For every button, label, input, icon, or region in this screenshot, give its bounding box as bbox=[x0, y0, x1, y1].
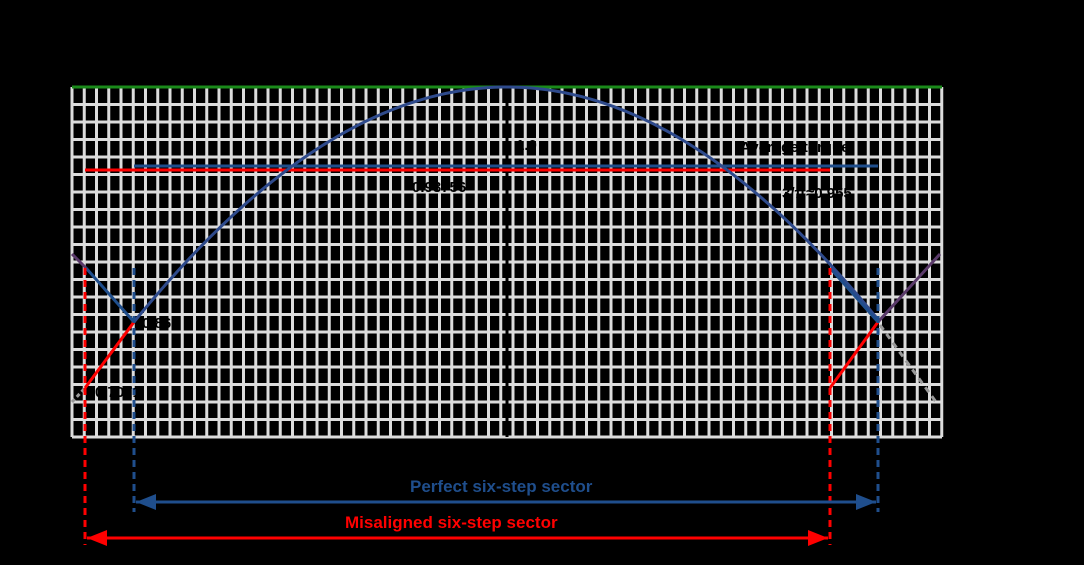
right-perfect-descending bbox=[828, 267, 880, 323]
perfect-min-value: 0.866 bbox=[142, 315, 180, 332]
misaligned-min-value: 0.7071 bbox=[95, 384, 141, 401]
left-overlap-segment bbox=[70, 252, 88, 270]
perfect-sector-arrow bbox=[136, 494, 876, 510]
perfect-sector-label: Perfect six-step sector bbox=[410, 477, 593, 496]
misaligned-average-value: 0.93756 bbox=[412, 179, 467, 196]
left-perfect-descending bbox=[84, 267, 136, 323]
left-continuation bbox=[70, 386, 87, 404]
right-continuation bbox=[878, 324, 938, 403]
perfect-average-value: 3/π≈0.955 bbox=[782, 185, 852, 202]
peak-value-label: 1.0 bbox=[516, 137, 537, 154]
right-overlap-segment bbox=[876, 252, 942, 324]
misaligned-sector-label: Misaligned six-step sector bbox=[345, 513, 558, 532]
right-misaligned-rising bbox=[828, 321, 880, 389]
average-torque-label: Average torque bbox=[740, 139, 850, 156]
misaligned-sector-arrow bbox=[87, 530, 828, 546]
left-misaligned-rising bbox=[83, 321, 136, 389]
torque-curve bbox=[132, 85, 880, 323]
